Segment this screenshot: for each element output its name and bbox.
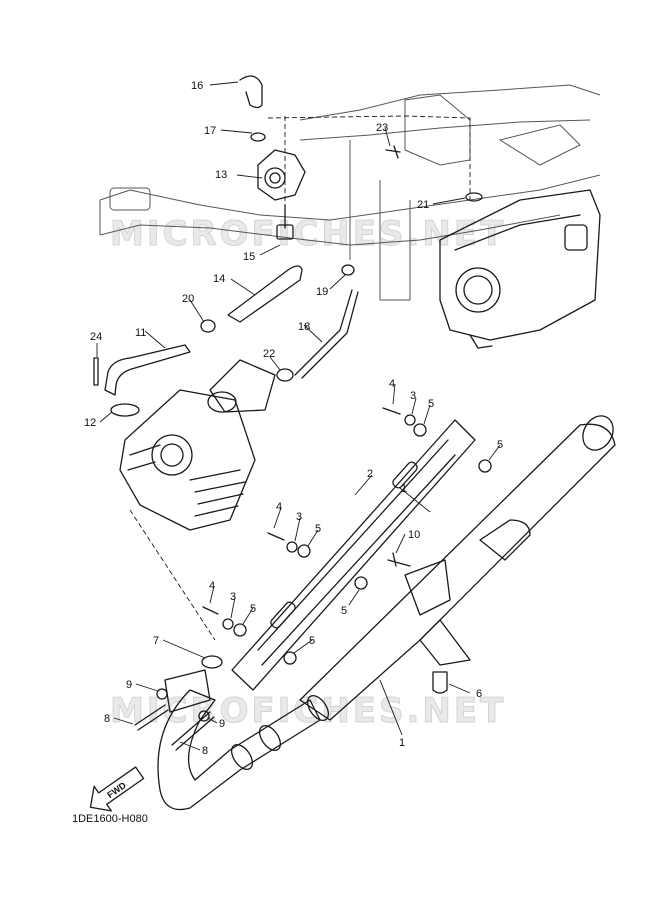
callout-labels: 16 17 23 13 21 15 14 19 20 18 11 24 22 1… bbox=[84, 80, 503, 757]
ref-line-upper bbox=[267, 115, 471, 200]
reed-valve-assembly-13 bbox=[257, 149, 306, 240]
callout-1-top: 1 bbox=[401, 483, 407, 495]
callout-5a: 5 bbox=[428, 398, 434, 410]
callout-15: 15 bbox=[243, 251, 255, 263]
callout-11: 11 bbox=[135, 327, 146, 339]
leader-lines bbox=[96, 81, 501, 751]
pipe-11 bbox=[104, 344, 191, 396]
callout-3c: 3 bbox=[230, 591, 236, 603]
fastener-stack-lower bbox=[202, 606, 247, 637]
fastener-stack-top bbox=[382, 407, 427, 437]
callout-22: 22 bbox=[263, 348, 275, 360]
air-filter-box bbox=[439, 189, 601, 349]
callout-5c: 5 bbox=[315, 523, 321, 535]
callout-10: 10 bbox=[408, 529, 420, 541]
muffler-1 bbox=[299, 415, 616, 721]
fwd-arrow: FWD bbox=[89, 766, 145, 812]
damper-6 bbox=[432, 671, 448, 694]
callout-5d: 5 bbox=[341, 605, 347, 617]
nut-9b bbox=[198, 710, 210, 722]
callout-12: 12 bbox=[84, 417, 96, 429]
ref-line-cylinder bbox=[129, 509, 216, 641]
gasket-12 bbox=[110, 403, 140, 417]
washer-5-right bbox=[478, 459, 492, 473]
gasket-7 bbox=[201, 655, 223, 669]
callout-5f: 5 bbox=[309, 635, 315, 647]
cylinder-head bbox=[119, 389, 256, 531]
callout-8b: 8 bbox=[202, 745, 208, 757]
callout-21: 21 bbox=[417, 199, 429, 211]
callout-1-bottom: 1 bbox=[399, 737, 405, 749]
callout-4c: 4 bbox=[209, 580, 215, 592]
callout-6: 6 bbox=[476, 688, 482, 700]
clip-19 bbox=[341, 264, 355, 276]
bolt-10 bbox=[387, 552, 411, 567]
callout-19: 19 bbox=[316, 286, 328, 298]
diagram-code: 1DE1600-H080 bbox=[72, 813, 148, 825]
hose-18 bbox=[294, 289, 353, 376]
washer-5-mid bbox=[354, 576, 368, 590]
hose-16 bbox=[239, 75, 263, 109]
callout-16: 16 bbox=[191, 80, 203, 92]
callout-8a: 8 bbox=[104, 713, 110, 725]
bolt-8b bbox=[171, 711, 215, 751]
clamp-22 bbox=[276, 368, 294, 382]
callout-5e: 5 bbox=[250, 603, 256, 615]
callout-20: 20 bbox=[182, 293, 194, 305]
fastener-stack-middle bbox=[267, 532, 311, 558]
watermark-top: MICROFICHES.NET bbox=[110, 214, 506, 254]
callout-14: 14 bbox=[213, 273, 225, 285]
callout-24: 24 bbox=[90, 331, 102, 343]
callout-18: 18 bbox=[298, 321, 310, 333]
bolt-23 bbox=[385, 145, 401, 159]
hose-14 bbox=[227, 265, 303, 323]
callout-2: 2 bbox=[367, 468, 373, 480]
clip-17 bbox=[250, 132, 266, 142]
callout-4a: 4 bbox=[389, 378, 395, 390]
exhaust-flange bbox=[164, 669, 211, 713]
callout-4b: 4 bbox=[276, 501, 282, 513]
callout-5b: 5 bbox=[497, 439, 503, 451]
callout-17: 17 bbox=[204, 125, 216, 137]
watermark-bottom: MICROFICHES.NET bbox=[110, 691, 506, 731]
callout-9a: 9 bbox=[126, 679, 132, 691]
callout-9b: 9 bbox=[219, 718, 225, 730]
callout-3b: 3 bbox=[296, 511, 302, 523]
washer-5-low bbox=[283, 651, 297, 665]
clip-20 bbox=[200, 319, 216, 333]
bolt-24 bbox=[93, 357, 99, 386]
protector-2 bbox=[231, 419, 476, 691]
intake-joint bbox=[207, 359, 276, 413]
callout-7: 7 bbox=[153, 635, 159, 647]
callout-23: 23 bbox=[376, 122, 388, 134]
bolt-8a bbox=[134, 704, 169, 731]
callout-3a: 3 bbox=[410, 390, 416, 402]
callout-13: 13 bbox=[215, 169, 227, 181]
nut-9a bbox=[156, 688, 168, 700]
exhaust-pipe bbox=[157, 689, 330, 811]
clip-21 bbox=[465, 192, 483, 202]
